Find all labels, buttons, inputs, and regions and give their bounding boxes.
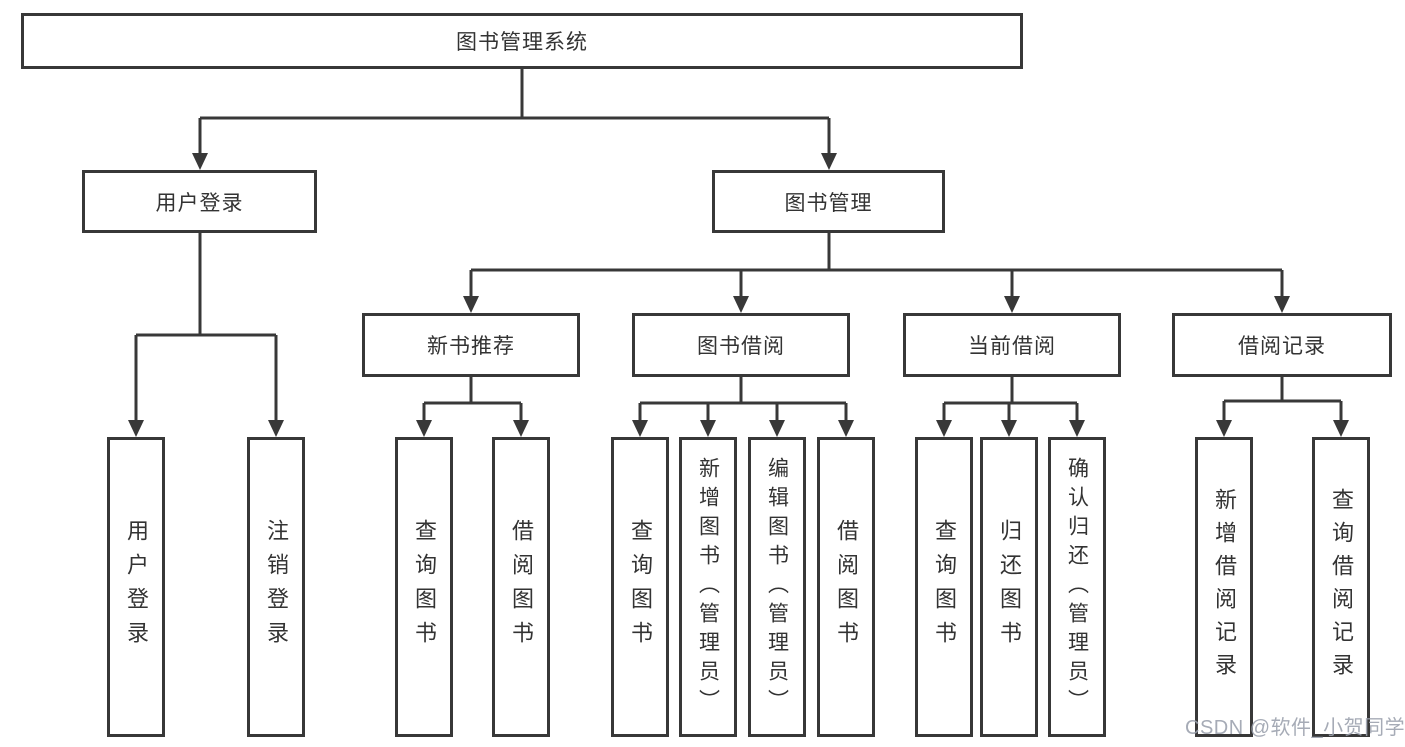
arrowheads	[128, 153, 1349, 437]
leaf-label: 编辑图书（管理员）	[765, 456, 789, 718]
leaf-label: 查询借阅记录	[1329, 488, 1354, 686]
node-borrowing-records: 借阅记录	[1172, 313, 1392, 377]
leaf-label: 归还图书	[997, 519, 1022, 655]
leaf-add-books-admin: 新增图书（管理员）	[679, 437, 737, 737]
leaf-label: 新增借阅记录	[1212, 488, 1237, 686]
leaf-add-borrow-record: 新增借阅记录	[1195, 437, 1253, 737]
node-user-login: 用户登录	[82, 170, 317, 233]
leaf-label: 查询图书	[932, 519, 957, 655]
csdn-watermark: CSDN @软件_小贺同学	[1185, 717, 1405, 739]
leaf-borrow-books: 借阅图书	[817, 437, 875, 737]
leaf-label: 用户登录	[124, 519, 149, 655]
leaf-edit-books-admin: 编辑图书（管理员）	[748, 437, 806, 737]
leaf-user-login: 用户登录	[107, 437, 165, 737]
leaf-query-books-recommend: 查询图书	[395, 437, 453, 737]
leaf-label: 查询图书	[628, 519, 653, 655]
leaf-query-borrow-record: 查询借阅记录	[1312, 437, 1370, 737]
node-book-management: 图书管理	[712, 170, 945, 233]
node-library-management-system: 图书管理系统	[21, 13, 1023, 69]
leaf-logout: 注销登录	[247, 437, 305, 737]
leaf-return-books: 归还图书	[980, 437, 1038, 737]
leaf-label: 借阅图书	[834, 519, 859, 655]
node-current-borrowing: 当前借阅	[903, 313, 1121, 377]
node-new-book-recommendation: 新书推荐	[362, 313, 580, 377]
leaf-label: 查询图书	[412, 519, 437, 655]
leaf-query-books-current: 查询图书	[915, 437, 973, 737]
leaf-label: 确认归还（管理员）	[1065, 456, 1089, 718]
leaf-borrow-books-recommend: 借阅图书	[492, 437, 550, 737]
leaf-label: 借阅图书	[509, 519, 534, 655]
leaf-query-books-borrowing: 查询图书	[611, 437, 669, 737]
leaf-confirm-return-admin: 确认归还（管理员）	[1048, 437, 1106, 737]
leaf-label: 新增图书（管理员）	[696, 456, 720, 718]
node-book-borrowing: 图书借阅	[632, 313, 850, 377]
leaf-label: 注销登录	[264, 519, 289, 655]
